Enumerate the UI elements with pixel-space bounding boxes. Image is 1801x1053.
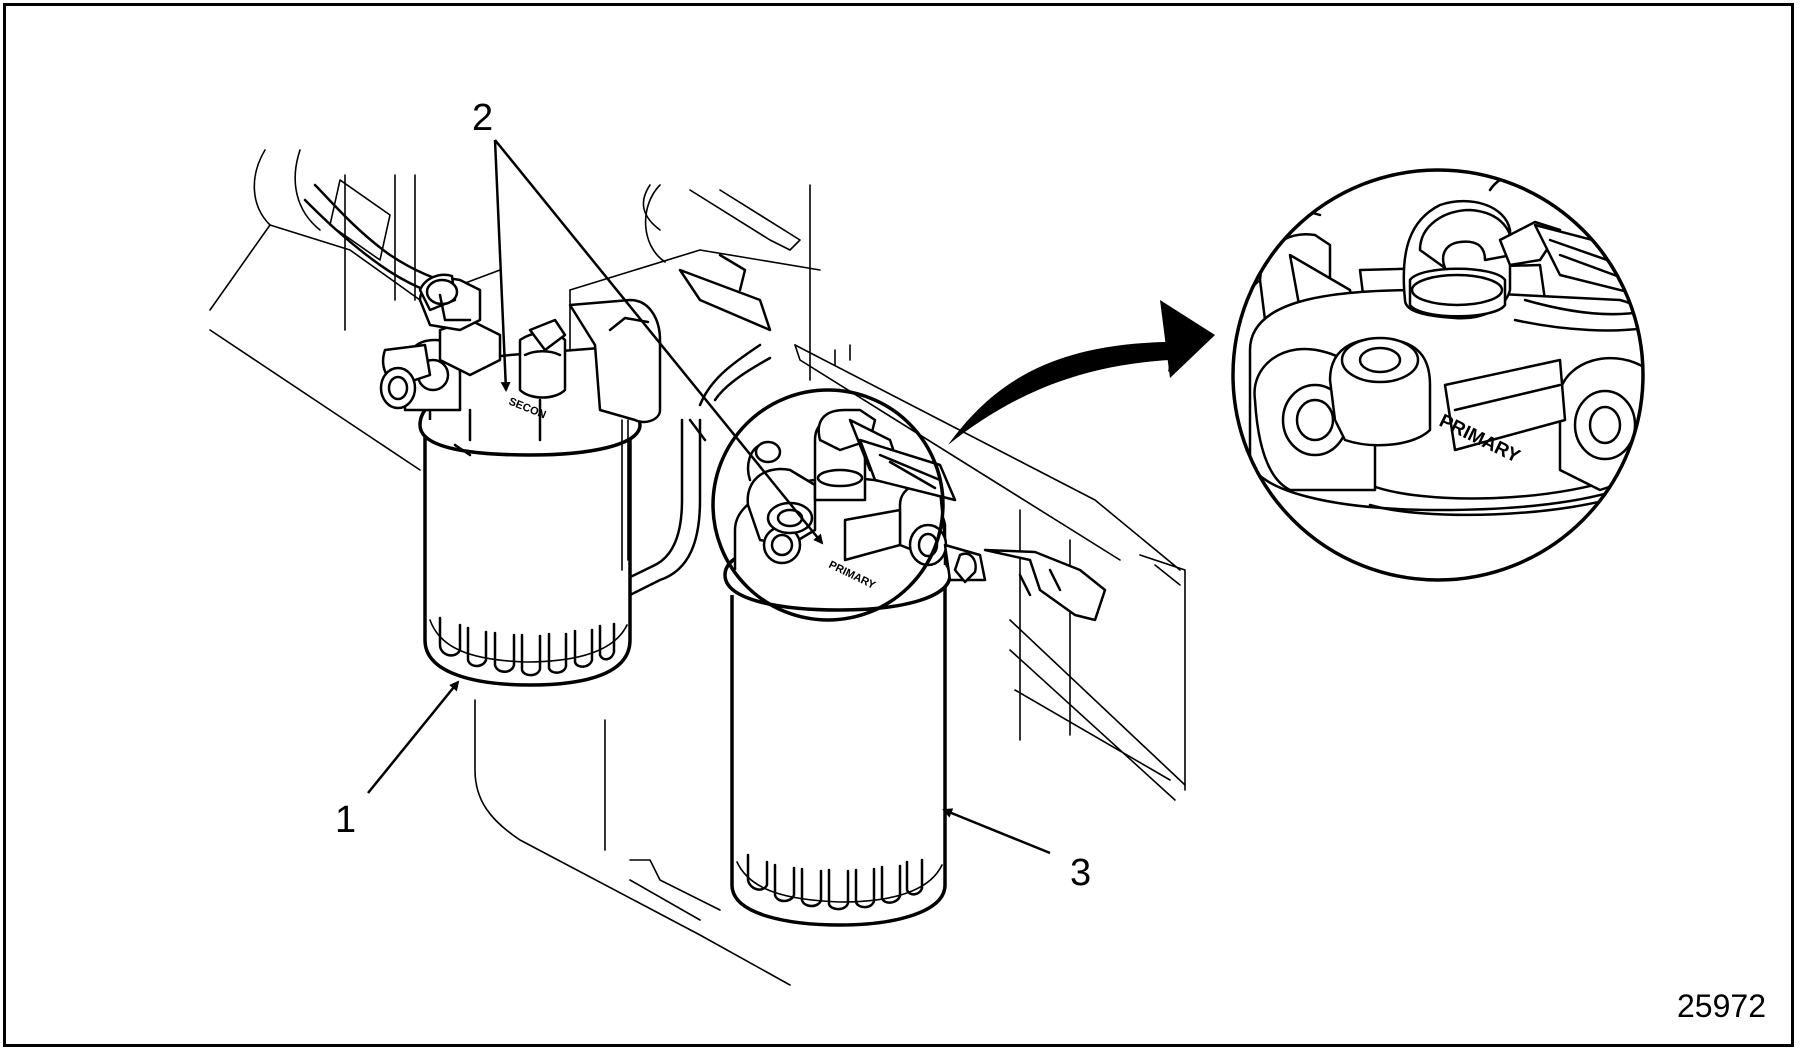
callout-1: 1: [335, 799, 356, 841]
secondary-filter: SECON: [379, 273, 662, 687]
magnification-arrow: [948, 300, 1215, 445]
leader-2b: [494, 139, 824, 545]
detail-circle-small: [711, 388, 945, 622]
leader-3: [942, 808, 1051, 855]
callout-leaders: [367, 139, 1051, 855]
primary-filter-ribs: [746, 853, 924, 911]
secondary-filter-ribs: [438, 616, 616, 677]
primary-filter: PRIMARY: [723, 408, 1107, 927]
callout-3: 3: [1070, 852, 1091, 894]
leader-2a: [493, 139, 511, 392]
callout-2: 2: [472, 97, 493, 139]
detail-circle-large: [1231, 168, 1645, 582]
leader-1: [367, 680, 460, 794]
zoom-detail-view: PRIMARY: [1231, 168, 1645, 582]
figure-number: 25972: [1677, 988, 1766, 1024]
